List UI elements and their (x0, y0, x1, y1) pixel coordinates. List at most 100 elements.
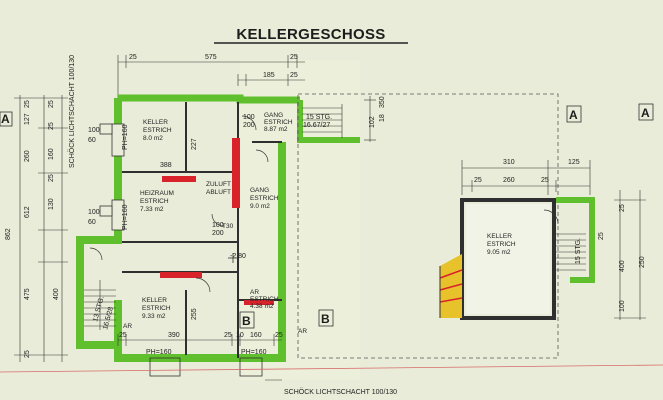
dim-left-7: 25 (48, 174, 55, 182)
section-marker-a-right-2: A (638, 103, 654, 121)
stair-left (84, 280, 116, 330)
dim-window-2b: 60 (88, 219, 96, 226)
sheet-border-line (0, 364, 663, 373)
room-label-5-name: KELLER (142, 297, 167, 304)
room-label-5-sub: ESTRICH (142, 305, 171, 312)
section-marker-a-left: A (0, 111, 13, 127)
level-marker: -2.80 (230, 253, 246, 260)
dim-227: 227 (191, 138, 198, 150)
room-label-3-sub: ESTRICH (140, 198, 169, 205)
windows-left (99, 123, 125, 231)
dim-right-1: 310 (503, 159, 515, 166)
dim-bottom-6: 25 (275, 332, 283, 339)
dim-ts-1: 102 (369, 116, 376, 128)
dim-top-4: 185 (263, 72, 275, 79)
dim-top-1: 25 (129, 54, 137, 61)
lichtschacht-side-label: SCHÖCK LICHTSCHACHT 100/130 (68, 55, 76, 168)
plan-title: KELLERGESCHOSS (236, 26, 385, 43)
abluft-label: ABLUFT (206, 189, 231, 196)
room-label-1-area: 8.0 m2 (143, 135, 163, 142)
dim-ts-2: 18 (379, 114, 386, 122)
room-label-7-name: KELLER (487, 233, 512, 240)
t30-label: T30 (222, 223, 234, 230)
bottom-dimension-chain (117, 334, 282, 346)
room-label-3-name: HEIZRAUM (140, 190, 174, 197)
dim-ts-3: 350 (379, 96, 386, 108)
svg-text:A: A (1, 112, 10, 126)
door-swings (89, 115, 269, 293)
ar-label-left: AR (123, 323, 132, 330)
ph-label-4: PH=160 (241, 349, 267, 356)
room-label-7-sub: ESTRICH (487, 241, 516, 248)
lichtschacht-bottom (149, 357, 263, 377)
dim-window-2a: 100 (88, 209, 100, 216)
dim-left-4: 260 (24, 150, 31, 162)
room-label-4-sub: ESTRICH (250, 195, 279, 202)
dim-bottom-3: 25 (224, 332, 232, 339)
section-marker-a-right-1: A (566, 105, 582, 123)
dim-top-3: 25 (290, 54, 298, 61)
stair-right (556, 233, 586, 271)
right-dimension-chain (461, 160, 591, 195)
ar-label-right: AR (298, 328, 307, 335)
dim-right-5: 125 (568, 159, 580, 166)
dim-left-5: 25 (48, 122, 55, 130)
dim-door-1b: 200 (243, 122, 255, 129)
dim-left-3: 25 (48, 100, 55, 108)
right-vertical-dims (614, 190, 646, 320)
room-label-1-sub: ESTRICH (143, 127, 172, 134)
svg-text:B: B (242, 314, 251, 328)
top-dimension-chain (117, 55, 305, 98)
room-label-2-sub: ESTRICH (264, 119, 293, 126)
section-marker-b-1: B (239, 311, 255, 329)
section-marker-b-2: B (318, 309, 334, 327)
stair-yellow (439, 254, 463, 318)
dim-right-3: 260 (503, 177, 515, 184)
room-label-1-name: KELLER (143, 119, 168, 126)
svg-text:B: B (321, 312, 330, 326)
dim-rv-1: 25 (619, 204, 626, 212)
dim-rv-4: 25 (598, 232, 605, 240)
dim-bottom-4: 10 (236, 332, 244, 339)
dim-left-2: 127 (24, 113, 31, 125)
ph-label-3: PH=160 (146, 349, 172, 356)
room-label-3-area: 7.33 m2 (140, 206, 164, 213)
svg-text:A: A (569, 108, 578, 122)
lichtschacht-bottom-label: SCHÖCK LICHTSCHACHT 100/130 (284, 388, 397, 396)
stair-top (302, 104, 343, 138)
dim-255: 255 (191, 308, 198, 320)
zuluft-label: ZULUFT (206, 181, 231, 188)
dim-door-1a: 100 (243, 114, 255, 121)
dim-top-2: 575 (205, 54, 217, 61)
fire-walls (160, 138, 274, 305)
dim-rv-2: 400 (619, 260, 626, 272)
dim-left-9: 475 (24, 288, 31, 300)
dim-left-1: 25 (24, 100, 31, 108)
dim-left-6: 160 (48, 148, 55, 160)
room-label-4-name: GANG (250, 187, 269, 194)
right-cellar-floor (466, 204, 550, 314)
top-stair-dims (364, 96, 376, 142)
dim-window-1b: 60 (88, 137, 96, 144)
dim-right-2: 25 (474, 177, 482, 184)
room-label-5-area: 9.33 m2 (142, 313, 166, 320)
dim-top-5: 25 (290, 72, 298, 79)
ph-label-1: PH=160 (122, 124, 129, 150)
dim-rv-3: 250 (639, 256, 646, 268)
dim-rv-5: 100 (619, 300, 626, 312)
room-label-6-name: AR (250, 289, 259, 296)
upper-outline-dashed (297, 93, 559, 359)
room-label-6-sub: ESTRICH (250, 296, 279, 303)
dim-left-11: 612 (24, 206, 31, 218)
room-label-7-area: 9.05 m2 (487, 249, 511, 256)
dim-left-12: 862 (5, 228, 12, 240)
dim-door-2a: 100 (212, 222, 224, 229)
level-cross-icon (228, 253, 238, 263)
dim-bottom-5: 160 (250, 332, 262, 339)
room-label-2-name: GANG (264, 112, 283, 119)
room-label-6-area: 4.38 m2 (250, 303, 274, 310)
dim-window-1a: 100 (88, 127, 100, 134)
stair-right-label: 15 STG. (575, 238, 582, 264)
dim-left-8: 130 (48, 198, 55, 210)
room-label-4-area: 9.0 m2 (250, 203, 270, 210)
